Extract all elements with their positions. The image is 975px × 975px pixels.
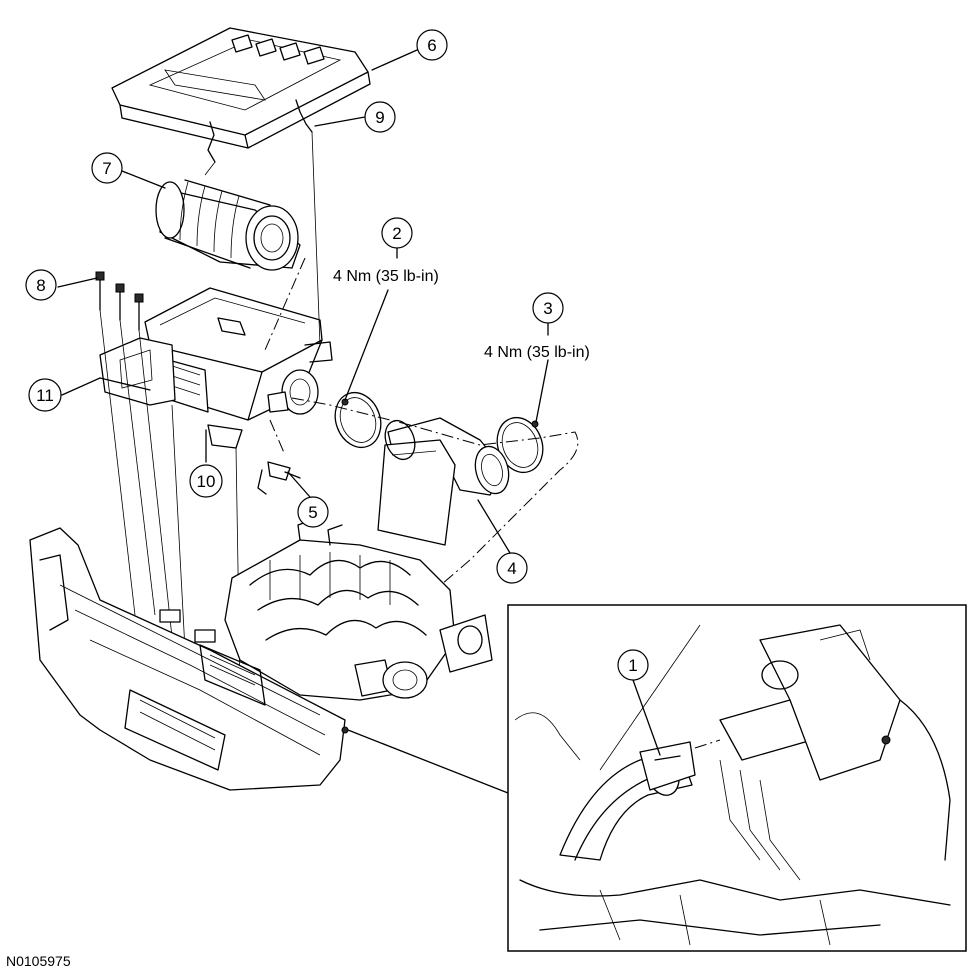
air-cleaner-cover <box>111 27 371 163</box>
figure-id: N0105975 <box>6 953 71 969</box>
callout-2: 2 <box>381 217 413 249</box>
sensor-axis-line <box>269 419 286 456</box>
callout-8: 8 <box>25 269 57 301</box>
filter-axis-line <box>264 257 306 351</box>
mounting-bracket <box>99 337 176 406</box>
callout-8-number: 8 <box>36 276 45 295</box>
callout-4-number: 4 <box>507 559 516 578</box>
radiator-support <box>29 527 349 791</box>
callout-6-number: 6 <box>427 36 436 55</box>
air-filter-element <box>155 179 301 271</box>
detail-inset <box>507 604 967 952</box>
callout-10: 10 <box>189 464 223 498</box>
callout-5: 5 <box>297 496 329 528</box>
callout-1-number: 1 <box>628 656 637 675</box>
torque-spec-clamp-3: 4 Nm (35 lb-in) <box>484 344 590 361</box>
callout-11-number: 11 <box>36 386 54 405</box>
callout-5-number: 5 <box>308 503 317 522</box>
torque-spec-clamp-2: 4 Nm (35 lb-in) <box>333 268 439 285</box>
maf-sensor <box>257 461 301 495</box>
callout-4: 4 <box>496 552 528 584</box>
assembly-axis-line <box>291 397 579 621</box>
callout-9: 9 <box>364 101 396 133</box>
air-cleaner-housing <box>144 287 333 449</box>
callout-2-number: 2 <box>392 224 401 243</box>
callout-7-number: 7 <box>102 159 111 178</box>
callout-7: 7 <box>91 152 123 184</box>
callout-6: 6 <box>416 29 448 61</box>
intake-manifold <box>224 519 493 701</box>
bolts <box>95 271 144 331</box>
callout-1: 1 <box>617 649 649 681</box>
callout-11: 11 <box>28 378 62 412</box>
callout-3-number: 3 <box>543 299 552 318</box>
callout-9-number: 9 <box>375 108 384 127</box>
detail-leader-line <box>347 729 509 794</box>
callout-leaders <box>57 49 661 756</box>
air-intake-tube <box>377 417 510 546</box>
callout-3: 3 <box>532 292 564 324</box>
callout-10-number: 10 <box>197 472 216 491</box>
alignment-lines <box>99 131 321 691</box>
